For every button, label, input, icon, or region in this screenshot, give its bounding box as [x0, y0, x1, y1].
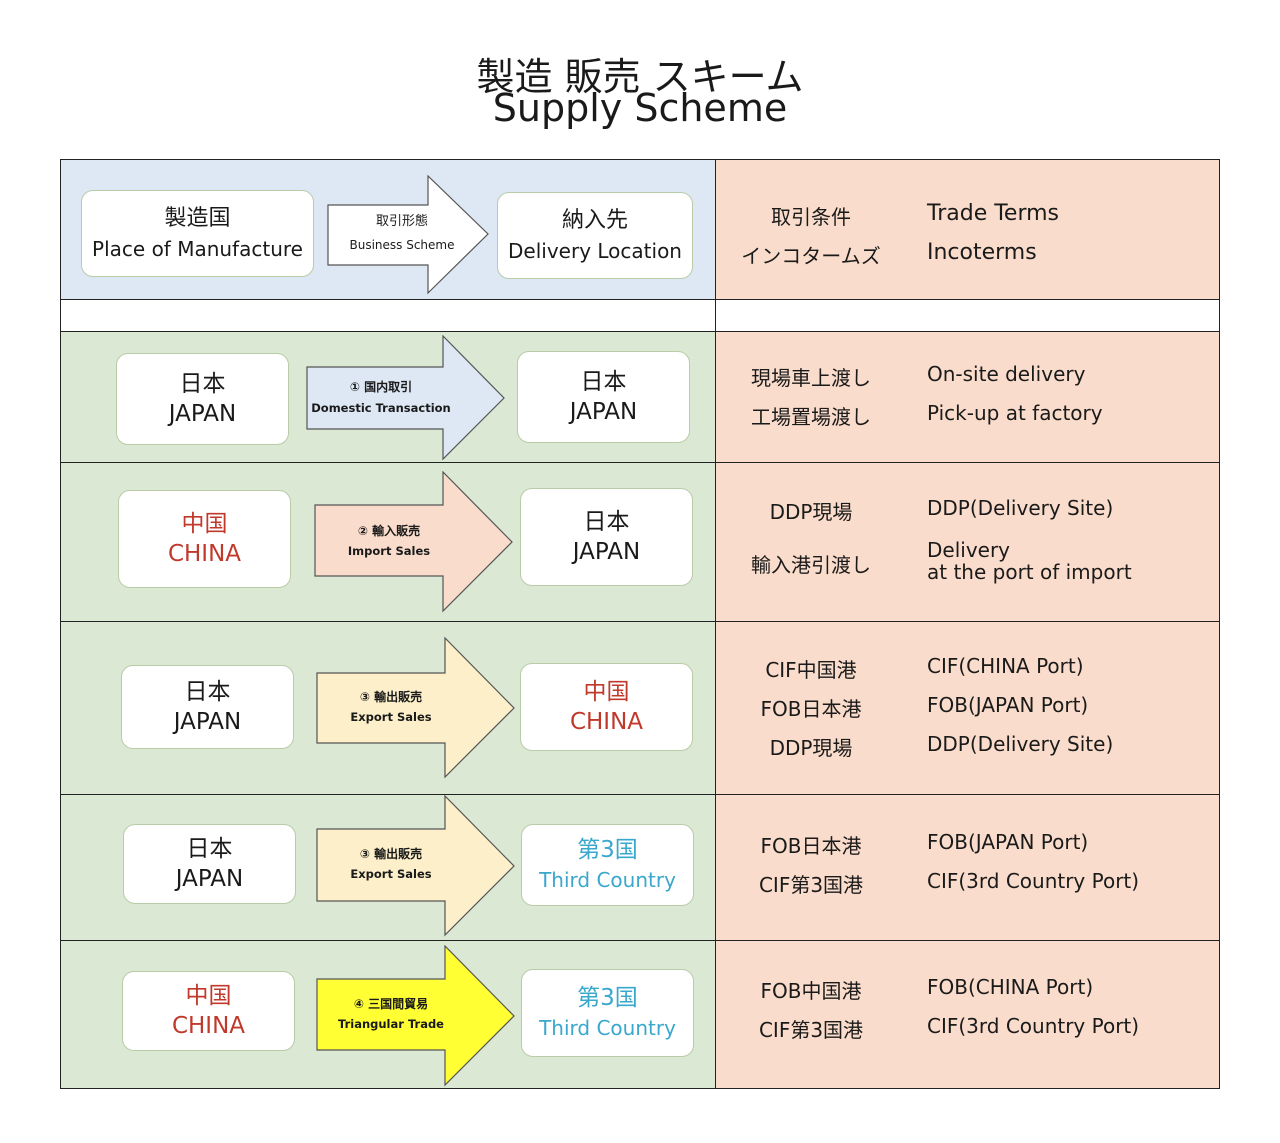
row-5-arrow: ④ 三国間貿易 Triangular Trade: [316, 945, 516, 1087]
row-2-term-jp-2: 輸入港引渡し: [751, 553, 871, 577]
row-3-to-jp: 中国: [583, 679, 630, 705]
header-term-jp-2: インコタームズ: [741, 244, 881, 268]
row-2-arrow-jp: ② 輸入販売: [357, 524, 421, 538]
row-1-arrow-en: Domestic Transaction: [311, 401, 451, 415]
row-3-arrow-jp: ③ 輸出販売: [359, 690, 423, 704]
row-3-arrow: ③ 輸出販売 Export Sales: [316, 637, 516, 779]
row-3-arrow-en: Export Sales: [350, 710, 432, 724]
row-2-arrow: ② 輸入販売 Import Sales: [314, 471, 514, 613]
row-2-from-en: CHINA: [167, 541, 242, 567]
row-4-from-jp: 日本: [186, 836, 233, 862]
row-5-term-en-1: FOB(CHINA Port): [927, 975, 1094, 999]
row-5-arrow-en: Triangular Trade: [338, 1017, 444, 1031]
row-4-term-en-1: FOB(JAPAN Port): [927, 830, 1089, 854]
row-2-right: DDP現場 DDP(Delivery Site) 輸入港引渡し Delivery…: [715, 462, 1220, 622]
row-1-from-box: 日本 JAPAN: [116, 353, 289, 445]
row-1-to-box: 日本 JAPAN: [517, 351, 690, 443]
row-2-arrow-en: Import Sales: [347, 544, 431, 558]
row-5-to-box: 第3国 Third Country: [521, 969, 694, 1057]
row-1-left: 日本 JAPAN ① 国内取引 Domestic Transaction 日本 …: [60, 331, 716, 463]
row-4-right: FOB日本港 FOB(JAPAN Port) CIF第3国港 CIF(3rd C…: [715, 794, 1220, 941]
header-to-en: Delivery Location: [508, 238, 682, 263]
header-arrow: 取引形態 Business Scheme: [327, 175, 492, 295]
row-1-term-en-1: On-site delivery: [927, 362, 1086, 386]
row-5-term-en-2: CIF(3rd Country Port): [927, 1014, 1140, 1038]
row-1-from-en: JAPAN: [168, 401, 237, 427]
row-1-right: 現場車上渡し On-site delivery 工場置場渡し Pick-up a…: [715, 331, 1220, 463]
row-3-right: CIF中国港 CIF(CHINA Port) FOB日本港 FOB(JAPAN …: [715, 621, 1220, 795]
row-4-term-jp-2: CIF第3国港: [758, 873, 864, 897]
row-4-term-en-2: CIF(3rd Country Port): [927, 869, 1140, 893]
row-3-from-box: 日本 JAPAN: [121, 665, 294, 749]
row-2-left: 中国 CHINA ② 輸入販売 Import Sales 日本 JAPAN: [60, 462, 716, 622]
row-2-to-jp: 日本: [583, 509, 630, 535]
row-3-term-en-3: DDP(Delivery Site): [927, 732, 1114, 756]
row-3-term-jp-1: CIF中国港: [765, 658, 857, 682]
row-2-term-en-2: Delivery: [927, 538, 1011, 562]
row-1-arrow-jp: ① 国内取引: [349, 380, 413, 394]
spacer-right: [715, 299, 1220, 332]
row-1-term-jp-2: 工場置場渡し: [751, 405, 871, 429]
scheme-table: 製造国 Place of Manufacture 取引形態 Business S…: [60, 159, 1220, 1089]
row-1-term-jp-1: 現場車上渡し: [751, 366, 871, 390]
row-2-to-box: 日本 JAPAN: [520, 488, 693, 586]
spacer-left: [60, 299, 716, 332]
row-5-arrow-jp: ④ 三国間貿易: [353, 997, 429, 1011]
row-4-to-box: 第3国 Third Country: [521, 824, 694, 906]
row-5-to-jp: 第3国: [577, 985, 638, 1011]
row-1-term-en-2: Pick-up at factory: [927, 401, 1103, 425]
row-5-term-jp-1: FOB中国港: [760, 979, 862, 1003]
row-3-term-en-2: FOB(JAPAN Port): [927, 693, 1089, 717]
header-to-jp: 納入先: [561, 207, 628, 233]
header-to-box: 納入先 Delivery Location: [497, 192, 693, 279]
row-3-term-en-1: CIF(CHINA Port): [927, 654, 1084, 678]
title-en: Supply Scheme: [492, 86, 788, 130]
row-3-to-en: CHINA: [569, 709, 644, 735]
header-term-en-2: Incoterms: [927, 240, 1037, 265]
row-4-to-jp: 第3国: [577, 837, 638, 863]
row-3-to-box: 中国 CHINA: [520, 663, 693, 751]
row-4-arrow-en: Export Sales: [350, 867, 432, 881]
row-4-arrow: ③ 輸出販売 Export Sales: [316, 795, 516, 937]
header-term-jp-1: 取引条件: [771, 205, 851, 229]
row-5-from-jp: 中国: [185, 983, 232, 1009]
row-4-to-en: Third Country: [539, 868, 676, 892]
row-5-left: 中国 CHINA ④ 三国間貿易 Triangular Trade 第3国 Th…: [60, 940, 716, 1089]
row-4-term-jp-1: FOB日本港: [760, 834, 862, 858]
row-2-to-en: JAPAN: [572, 539, 641, 565]
header-arrow-en: Business Scheme: [349, 238, 455, 252]
row-5-right: FOB中国港 FOB(CHINA Port) CIF第3国港 CIF(3rd C…: [715, 940, 1220, 1089]
header-from-box: 製造国 Place of Manufacture: [81, 190, 314, 277]
row-2-term-jp-1: DDP現場: [769, 500, 853, 524]
row-3-from-jp: 日本: [184, 679, 231, 705]
row-5-to-en: Third Country: [539, 1016, 676, 1040]
row-4-from-box: 日本 JAPAN: [123, 824, 296, 904]
row-5-from-en: CHINA: [171, 1013, 246, 1039]
row-2-term-en-2b: at the port of import: [927, 560, 1132, 584]
row-5-from-box: 中国 CHINA: [122, 971, 295, 1051]
header-right-cell: 取引条件 Trade Terms インコタームズ Incoterms: [715, 159, 1220, 300]
row-2-term-en-1: DDP(Delivery Site): [927, 496, 1114, 520]
row-2-from-jp: 中国: [181, 511, 228, 537]
row-3-term-jp-3: DDP現場: [769, 736, 853, 760]
row-3-left: 日本 JAPAN ③ 輸出販売 Export Sales 中国 CHINA: [60, 621, 716, 795]
row-5-term-jp-2: CIF第3国港: [758, 1018, 864, 1042]
header-term-en-1: Trade Terms: [927, 201, 1060, 226]
row-1-arrow: ① 国内取引 Domestic Transaction: [306, 335, 506, 461]
row-3-from-en: JAPAN: [173, 709, 242, 735]
row-4-left: 日本 JAPAN ③ 輸出販売 Export Sales 第3国 Third C…: [60, 794, 716, 941]
row-4-from-en: JAPAN: [175, 866, 244, 892]
title-jp: 製造 販売 スキーム: [476, 55, 804, 99]
row-3-term-jp-2: FOB日本港: [760, 697, 862, 721]
header-from-jp: 製造国: [164, 205, 231, 231]
row-2-from-box: 中国 CHINA: [118, 490, 291, 588]
header-arrow-jp: 取引形態: [375, 214, 428, 229]
row-1-from-jp: 日本: [179, 371, 226, 397]
row-1-to-jp: 日本: [580, 369, 627, 395]
row-1-to-en: JAPAN: [569, 399, 638, 425]
header-from-en: Place of Manufacture: [92, 236, 303, 261]
row-4-arrow-jp: ③ 輸出販売: [359, 847, 423, 861]
header-left-cell: 製造国 Place of Manufacture 取引形態 Business S…: [60, 159, 716, 300]
